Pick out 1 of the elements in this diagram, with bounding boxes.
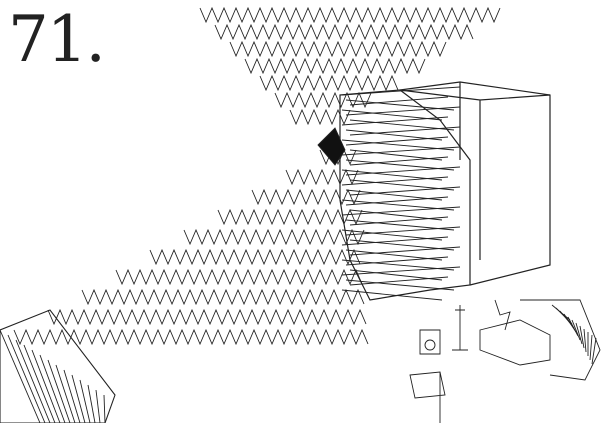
page-number: 71. — [8, 8, 104, 72]
